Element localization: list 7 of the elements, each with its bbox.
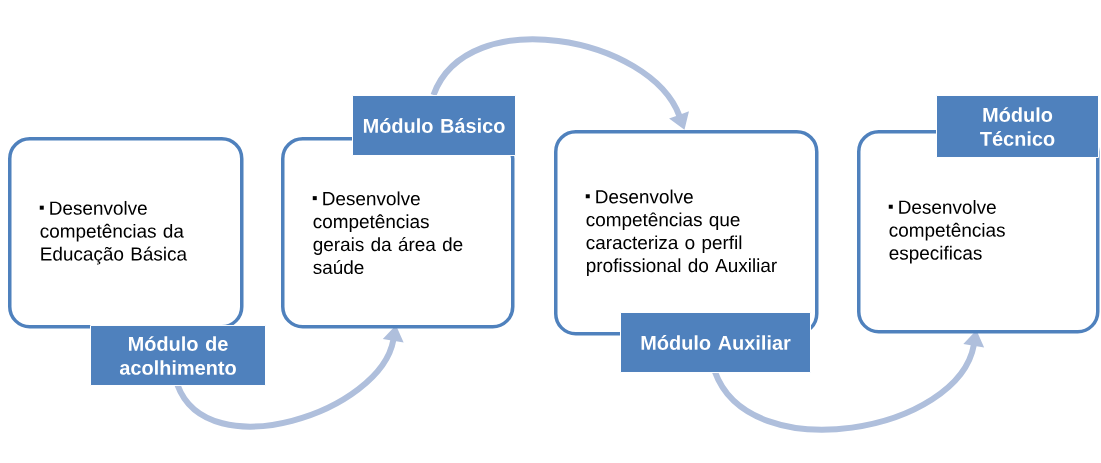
module-label: Módulo de acolhimento: [90, 325, 266, 386]
module-label: Módulo Técnico: [936, 95, 1099, 158]
module-label: Módulo Básico: [352, 95, 516, 156]
text-box: Desenvolve competências da Educação Básica: [8, 137, 244, 329]
module-label: Módulo Auxiliar: [620, 312, 811, 373]
text-box: Desenvolve competências que caracteriza o perfil profissional do Auxiliar: [554, 130, 819, 336]
text-box: Desenvolve competências gerais da área de saúde: [281, 137, 515, 329]
